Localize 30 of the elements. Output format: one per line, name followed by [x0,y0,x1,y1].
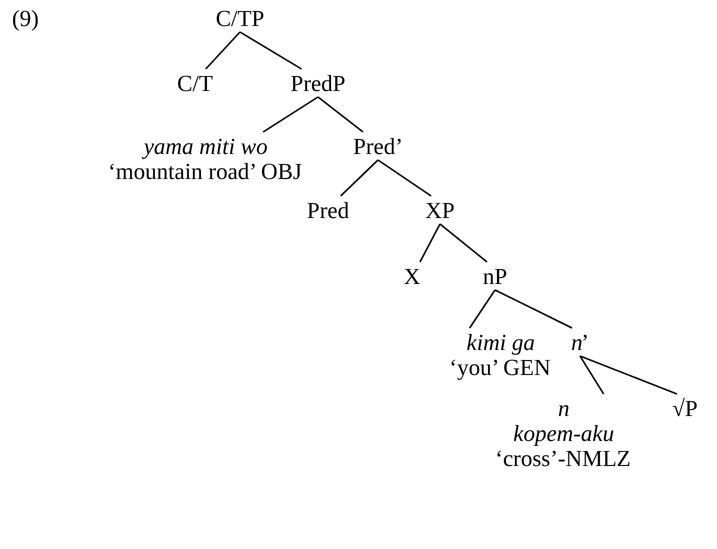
tree-branch [262,96,318,133]
tree-node-label: kimi ga [466,330,536,355]
tree-branch [580,355,678,395]
tree-branch [340,159,379,197]
gloss-text: kopem-aku [512,421,616,446]
tree-branch [378,159,432,197]
tree-node-label: C/T [177,71,213,96]
gloss-text: ‘you’ GEN [449,355,551,380]
gloss-text: ‘mountain road’ OBJ [108,159,302,184]
tree-branch [579,356,604,394]
tree-branch [440,223,488,263]
tree-node-label: Pred [306,198,350,223]
tree-branch [205,31,241,70]
tree-branch [494,289,572,329]
tree-node-label: n’ [571,330,589,355]
tree-node-label: nP [482,264,508,289]
tree-branch [240,31,302,70]
example-number: (9) [12,6,39,32]
tree-node-label: √P [672,396,698,421]
tree-branch [318,96,364,133]
tree-node-label: C/TP [216,6,264,31]
tree-node-label: yama miti wo [140,134,269,159]
tree-node-label: X [404,264,420,289]
tree-branch [419,224,441,262]
gloss-text: ‘cross’-NMLZ [495,446,631,471]
tree-branch [469,290,496,328]
tree-node-label: Pred’ [353,134,403,159]
tree-node-label: PredP [290,71,346,96]
tree-node-label: XP [425,198,455,223]
tree-node-label: n [556,396,570,421]
